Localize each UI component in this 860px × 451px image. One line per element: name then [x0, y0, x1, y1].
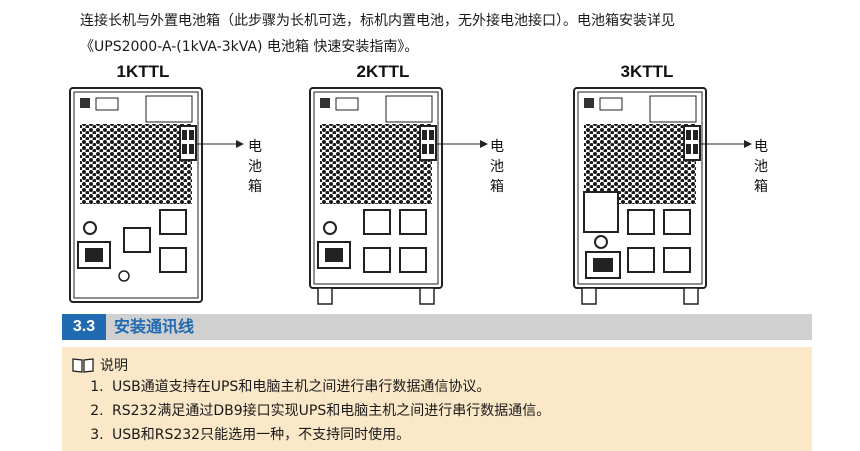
battery-box-label: 电池箱 — [754, 139, 768, 195]
battery-box-label: 电池箱 — [248, 139, 262, 195]
section-title: 安装通讯线 — [114, 317, 195, 336]
model-label: 1KTTL — [116, 62, 170, 81]
ups-rear-panel-3kttl — [573, 87, 752, 305]
intro-line-1: 连接长机与外置电池箱（此步骤为长机可选，标机内置电池，无外接电池接口）。电池箱安… — [80, 13, 675, 29]
model-label: 2KTTL — [356, 62, 410, 81]
note-box: 说明 USB通道支持在UPS和电脑主机之间进行串行数据通信协议。 RS232满足… — [62, 347, 812, 451]
note-item: RS232满足通过DB9接口实现UPS和电脑主机之间进行串行数据通信。 — [108, 399, 550, 423]
intro-line-2: 《UPS2000-A-(1kVA-3kVA) 电池箱 快速安装指南》。 — [80, 39, 419, 55]
intro-paragraph: 连接长机与外置电池箱（此步骤为长机可选，标机内置电池，无外接电池接口）。电池箱安… — [80, 8, 840, 60]
note-header: 说明 — [72, 355, 128, 375]
note-heading: 说明 — [100, 358, 128, 374]
note-list: USB通道支持在UPS和电脑主机之间进行串行数据通信协议。 RS232满足通过D… — [62, 375, 550, 447]
battery-box-label: 电池箱 — [490, 139, 504, 195]
model-label: 3KTTL — [620, 62, 674, 81]
book-icon — [72, 358, 94, 373]
section-heading: 3.3 安装通讯线 — [62, 314, 812, 340]
ups-rear-panel-2kttl — [309, 87, 488, 305]
ups-figure-2kttl: 2KTTL 电池箱 — [308, 62, 508, 312]
note-item: USB和RS232只能选用一种，不支持同时使用。 — [108, 423, 550, 447]
note-item: USB通道支持在UPS和电脑主机之间进行串行数据通信协议。 — [108, 375, 550, 399]
ups-figure-1kttl: 1KTTL 电池箱 — [68, 62, 268, 312]
ups-rear-panel-1kttl — [69, 87, 244, 303]
ups-figure-3kttl: 3KTTL 电池箱 — [572, 62, 772, 312]
section-number: 3.3 — [62, 314, 106, 340]
